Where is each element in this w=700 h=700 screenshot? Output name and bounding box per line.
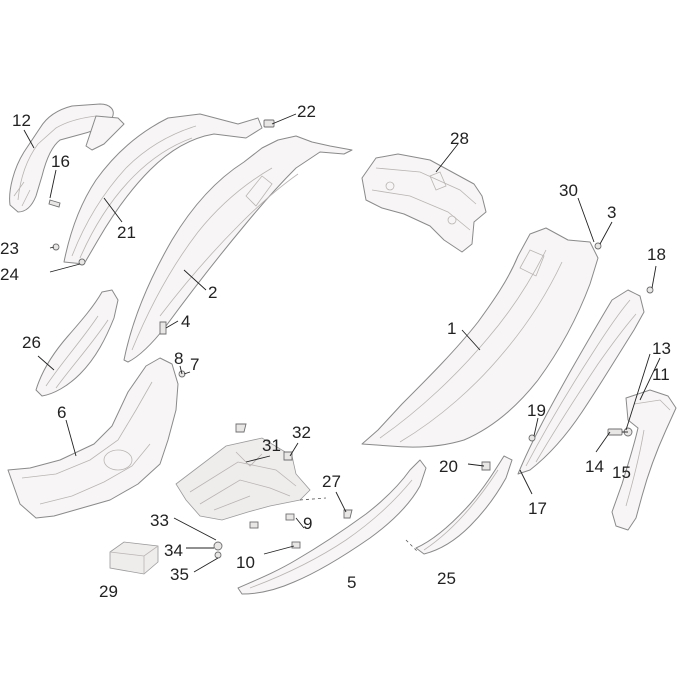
part-2-drawing [123,135,353,363]
callout-15: 15 [612,463,631,482]
callout-18: 18 [647,245,666,264]
callout-22: 22 [297,102,316,121]
callout-2: 2 [208,283,217,302]
part-1-drawing [361,227,599,448]
part-5-drawing [237,459,427,595]
callout-19: 19 [527,401,546,420]
callout-30: 30 [559,181,578,200]
part-29-drawing [109,541,159,575]
callout-35: 35 [170,565,189,584]
hardware-parts [48,119,654,559]
callout-5: 5 [347,573,356,592]
part-11-drawing [611,389,677,531]
leader-lines [23,113,661,573]
callout-28: 28 [450,129,469,148]
callout-32: 32 [292,423,311,442]
part-25-drawing [415,455,513,555]
callout-26: 26 [22,333,41,352]
callout-11: 11 [652,365,670,384]
callout-12: 12 [12,111,31,130]
callout-8: 8 [174,349,183,368]
callout-27: 27 [322,472,341,491]
callout-24: 24 [0,265,19,284]
part-21-drawing [63,113,263,265]
callout-10: 10 [236,553,255,572]
part-17-drawing [517,289,645,475]
part-12-drawing [9,103,125,213]
callout-29: 29 [99,582,118,601]
callout-21: 21 [117,223,136,242]
part-28-drawing [361,153,487,253]
callout-16: 16 [51,152,70,171]
callout-9: 9 [303,514,312,533]
part-6-drawing [7,357,179,519]
callout-14: 14 [585,457,604,476]
callout-13: 13 [652,339,671,358]
callout-7: 7 [190,355,199,374]
callout-20: 20 [439,457,458,476]
part-31-drawing [175,437,311,521]
callout-25: 25 [437,569,456,588]
callout-33: 33 [150,511,169,530]
callout-23: 23 [0,239,19,258]
callout-labels: 1 2 3 4 5 6 7 8 9 10 11 12 13 14 15 16 1… [0,102,671,601]
callout-3: 3 [607,203,616,222]
callout-6: 6 [57,403,66,422]
callout-1: 1 [447,319,456,338]
callout-4: 4 [181,312,190,331]
callout-17: 17 [528,499,547,518]
callout-34: 34 [164,541,183,560]
part-26-drawing [35,289,119,397]
callout-31: 31 [262,436,281,455]
